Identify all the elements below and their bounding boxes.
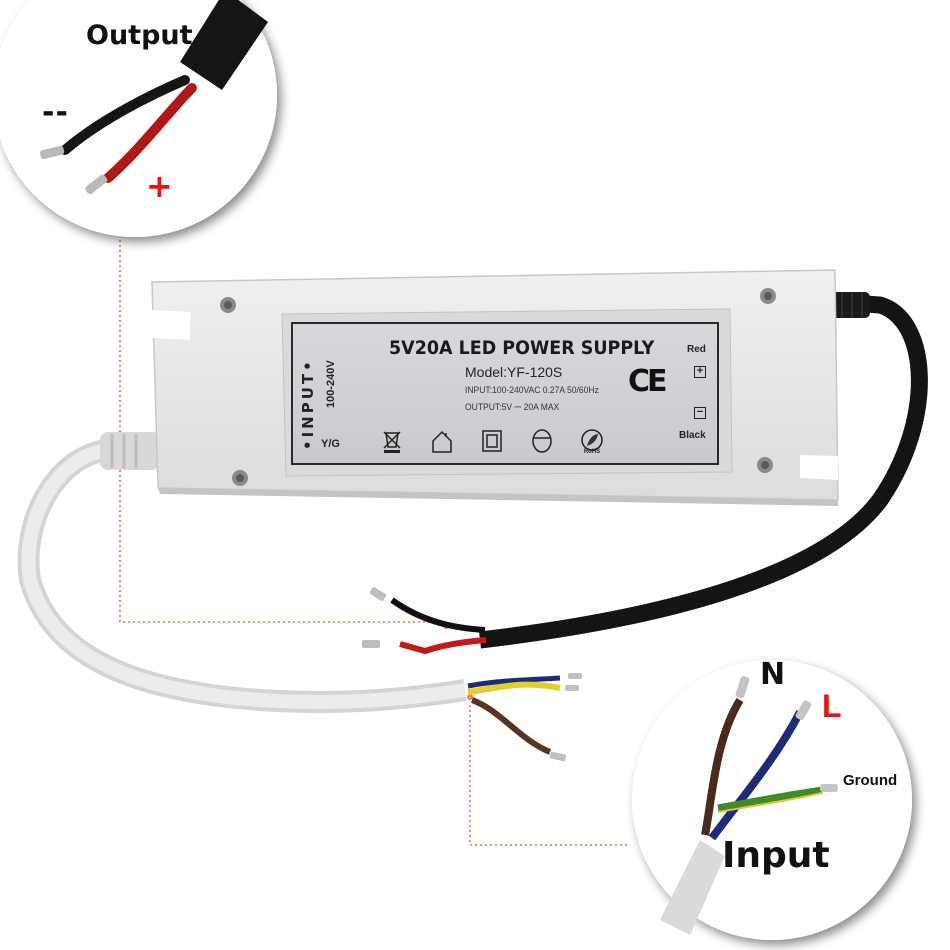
rohs-icon: RoHS: [581, 429, 603, 454]
positive-terminal-icon: +: [694, 366, 706, 378]
input-leader-line: [469, 705, 630, 846]
red-wire-label: Red: [687, 344, 706, 355]
input-spec: INPUT:100-240VAC 0.27A 50/60Hz: [465, 385, 599, 395]
live-wire-label: L: [822, 688, 842, 724]
negative-polarity-label: --: [42, 95, 69, 130]
black-output-cable: [362, 292, 928, 655]
neutral-wire-label: N: [760, 657, 786, 692]
output-callout-wires: [40, 0, 268, 195]
svg-text:RoHS: RoHS: [584, 449, 600, 454]
ce-mark-icon: CE: [628, 364, 667, 399]
nameplate-label: •INPUT• 100-240V Y/G 5V20A LED POWER SUP…: [291, 322, 719, 465]
negative-terminal-icon: −: [694, 407, 706, 419]
certification-icons: RoHS: [379, 428, 605, 454]
input-callout-title: Input: [722, 835, 830, 876]
weee-bin-icon: [383, 431, 401, 453]
side-ground-label: Y/G: [321, 438, 340, 450]
side-input-label: •INPUT•: [299, 358, 317, 450]
indoor-use-house-icon: [432, 430, 452, 453]
positive-polarity-label: +: [146, 167, 173, 205]
output-spec: OUTPUT:5V ⎓ 20A MAX: [465, 402, 560, 412]
input-callout-wires: [660, 676, 838, 935]
black-strain-relief: [828, 292, 870, 318]
white-input-cable: [17, 432, 582, 762]
luminaire-mount-icon: [532, 429, 552, 453]
model-number: Model:YF-120S: [465, 364, 563, 380]
black-wire-label: Black: [679, 430, 706, 441]
input-leader-dot: [467, 694, 473, 700]
ground-wire-label: Ground: [843, 772, 898, 789]
output-leader-line: [119, 240, 446, 623]
leader-lines: [119, 240, 630, 846]
side-voltage-range: 100-240V: [325, 360, 337, 408]
white-strain-relief: [100, 432, 160, 470]
product-title: 5V20A LED POWER SUPPLY: [389, 337, 655, 359]
screws: [220, 288, 776, 486]
output-callout-title: Output: [86, 20, 193, 51]
double-insulation-icon: [482, 430, 502, 452]
